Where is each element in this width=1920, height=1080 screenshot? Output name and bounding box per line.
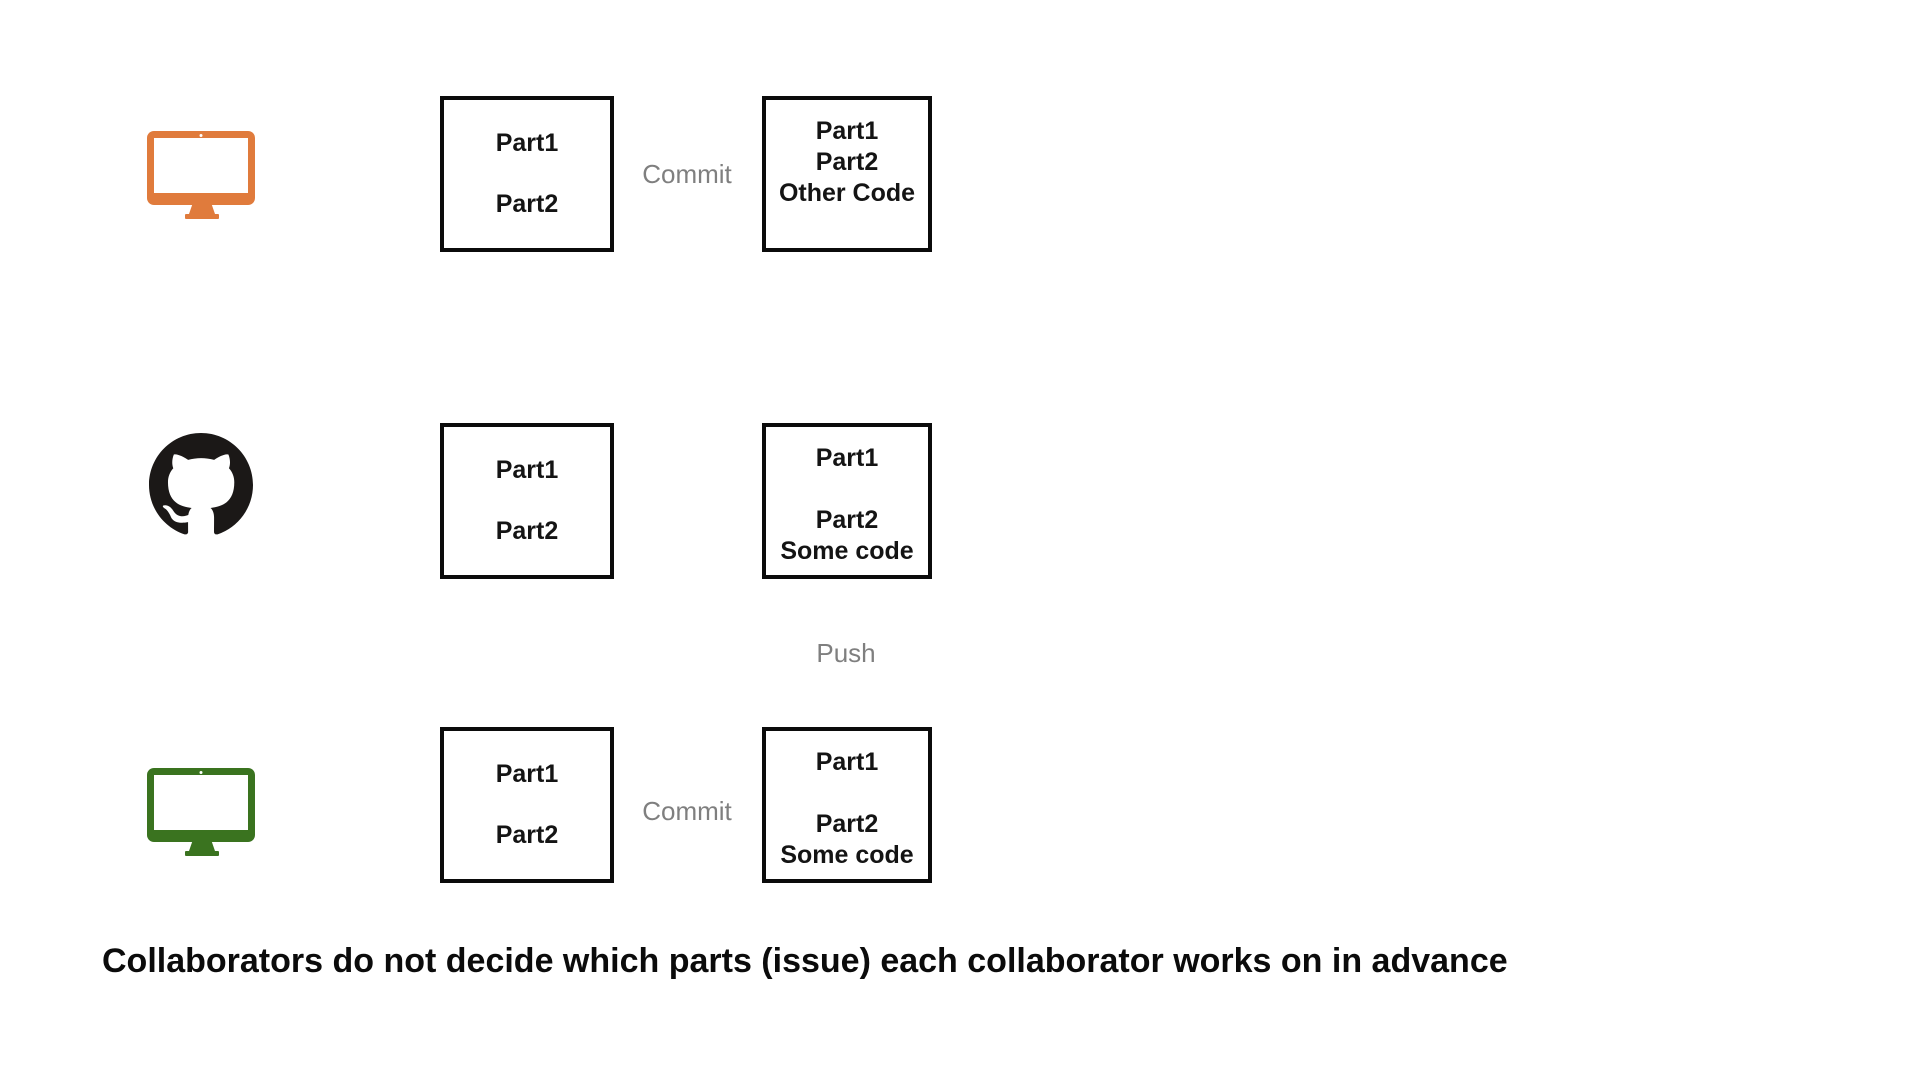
collaborator1-repo-box: Part1 Part2 Other Code [762,96,932,252]
collaborator2-files-box: Part1 Part2 [440,727,614,883]
box-line: Some code [780,841,914,869]
box-line: Part1 [495,129,559,157]
box-line: Part2 [815,148,879,176]
monitor-stand [189,842,215,851]
box-line: Part1 [815,748,879,776]
box-line: Part2 [495,190,559,218]
monitor-frame [147,131,255,205]
monitor-frame [147,768,255,842]
box-line: Part1 [495,760,559,788]
box-line: Some code [780,537,914,565]
box-line: Part2 [815,506,879,534]
push-label: Push [816,638,876,668]
monitor-camera-dot [199,134,203,137]
collaborator1-commit-label: Commit [642,159,732,189]
collaborator2-repo-box: Part1 Part2 Some code [762,727,932,883]
github-files-box: Part1 Part2 [440,423,614,579]
caption: Collaborators do not decide which parts … [102,942,1508,980]
box-line: Part2 [815,810,879,838]
box-line: Part1 [815,117,879,145]
collaborator2-computer-icon [147,768,257,856]
monitor-screen [154,138,248,193]
monitor-base [185,214,219,219]
collaborator2-commit-label: Commit [642,796,732,826]
collaborator1-files-box: Part1 Part2 [440,96,614,252]
box-line: Other Code [778,179,916,207]
github-repo-box: Part1 Part2 Some code [762,423,932,579]
box-line: Part2 [495,517,559,545]
box-line: Part1 [815,444,879,472]
monitor-camera-dot [199,771,203,774]
box-line: Part2 [495,821,559,849]
monitor-screen [154,775,248,830]
box-line: Part1 [495,456,559,484]
github-logo-icon [149,433,253,537]
monitor-base [185,851,219,856]
collaborator1-computer-icon [147,131,257,219]
monitor-stand [189,205,215,214]
